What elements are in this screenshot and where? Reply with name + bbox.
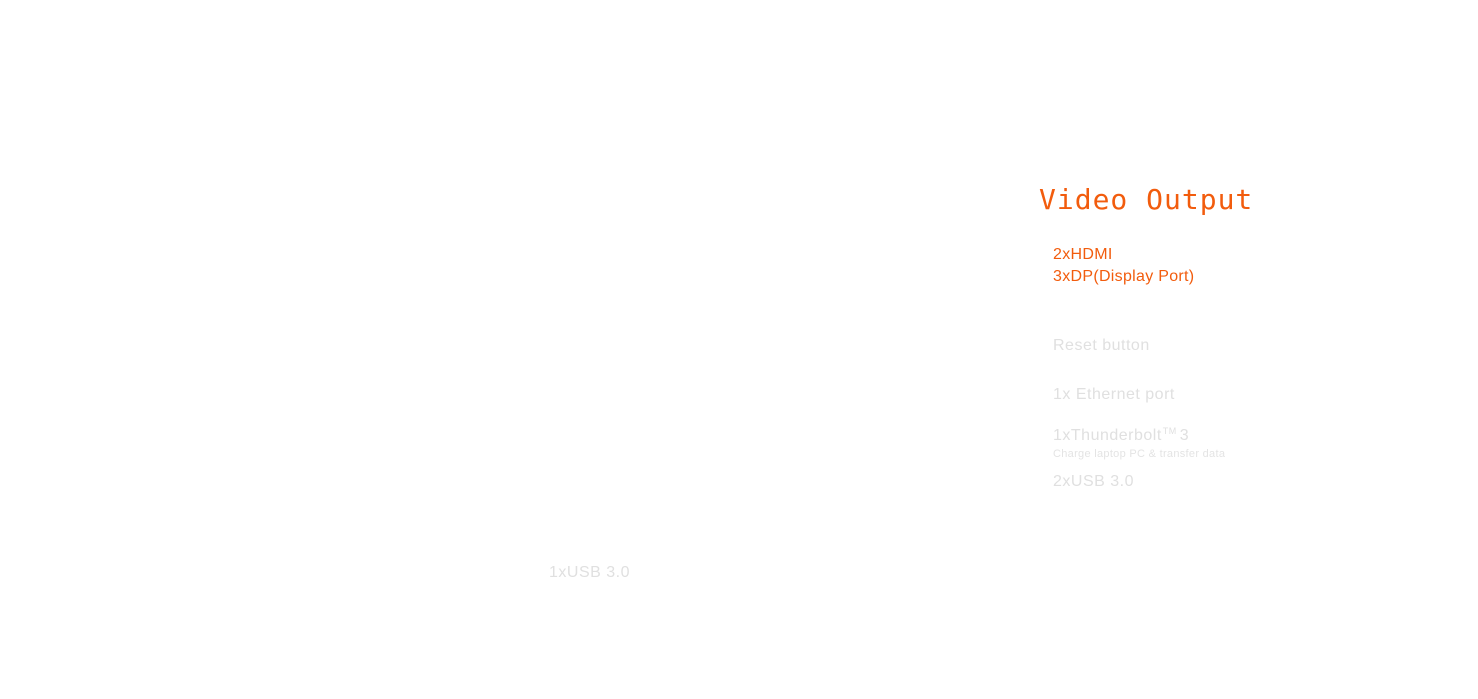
displayport-label: 3xDP(Display Port) xyxy=(1053,268,1195,285)
trademark-mark: TM xyxy=(1162,426,1177,436)
reset-button-label: Reset button xyxy=(1053,337,1150,354)
usb-right-label: 2xUSB 3.0 xyxy=(1053,473,1134,490)
ethernet-port-label: 1x Ethernet port xyxy=(1053,386,1175,403)
hdmi-port-label: 2xHDMI xyxy=(1053,246,1113,263)
video-output-heading: Video Output xyxy=(1039,183,1254,216)
thunderbolt-caption: Charge laptop PC & transfer data xyxy=(1053,448,1226,460)
thunderbolt-version: 3 xyxy=(1179,427,1190,444)
thunderbolt-name: 1xThunderbolt xyxy=(1053,427,1162,444)
usb-left-label: 1xUSB 3.0 xyxy=(549,564,630,581)
